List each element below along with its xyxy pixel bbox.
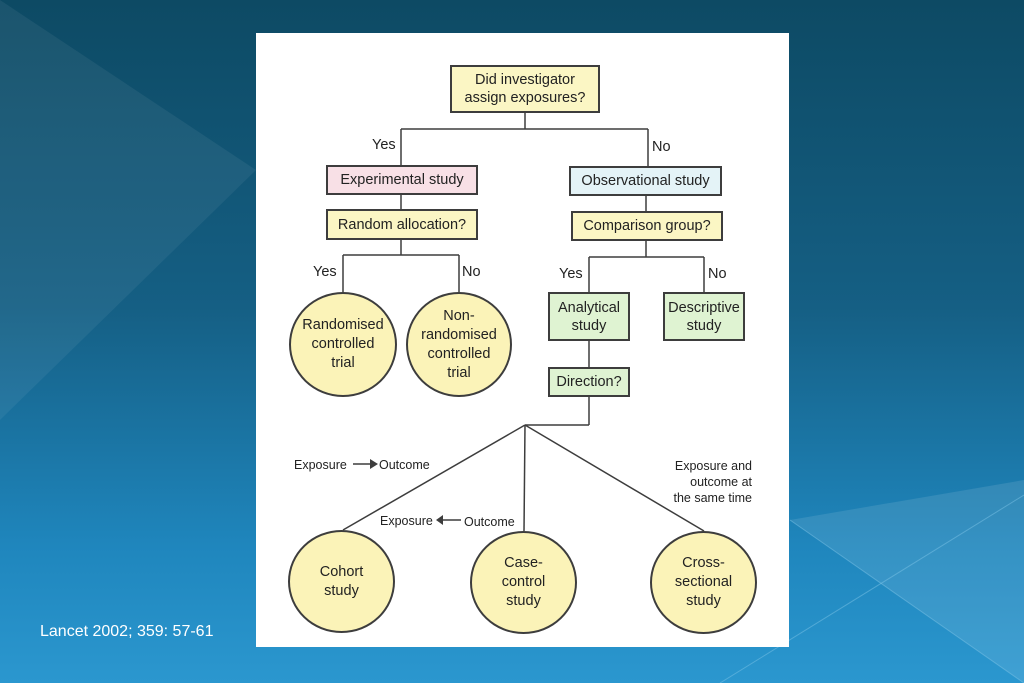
flowchart-card: Did investigator assign exposures? Yes N… [256,33,789,647]
label-no-comparison: No [708,266,727,282]
casecontrol-outcome-label: Outcome [464,515,515,529]
label-no-random: No [462,264,481,280]
cohort-circle: Cohort study [288,530,395,633]
comparison-group-box: Comparison group? [571,211,723,241]
cross-sectional-circle: Cross- sectional study [650,531,757,634]
case-control-circle: Case- control study [470,531,577,634]
casecontrol-exposure-label: Exposure [380,514,433,528]
non-rct-circle: Non- randomised controlled trial [406,292,512,397]
flowchart-connectors [342,113,705,532]
experimental-study-box: Experimental study [326,165,478,195]
analytical-study-box: Analytical study [548,292,630,341]
cross-sectional-label: Exposure and outcome at the same time [673,459,752,505]
random-allocation-box: Random allocation? [326,209,478,240]
cohort-outcome-label: Outcome [379,458,430,472]
label-yes-random: Yes [313,264,337,280]
citation-text: Lancet 2002; 359: 57-61 [40,623,214,640]
question-assign-box: Did investigator assign exposures? [450,65,600,113]
cohort-exposure-label: Exposure [294,458,347,472]
descriptive-study-box: Descriptive study [663,292,745,341]
direction-box: Direction? [548,367,630,397]
observational-study-box: Observational study [569,166,722,196]
label-yes-top: Yes [372,137,396,153]
label-yes-comparison: Yes [559,266,583,282]
label-no-top: No [652,139,671,155]
rct-circle: Randomised controlled trial [289,292,397,397]
arrow-left-icon [436,515,443,525]
arrow-right-icon [370,459,378,469]
